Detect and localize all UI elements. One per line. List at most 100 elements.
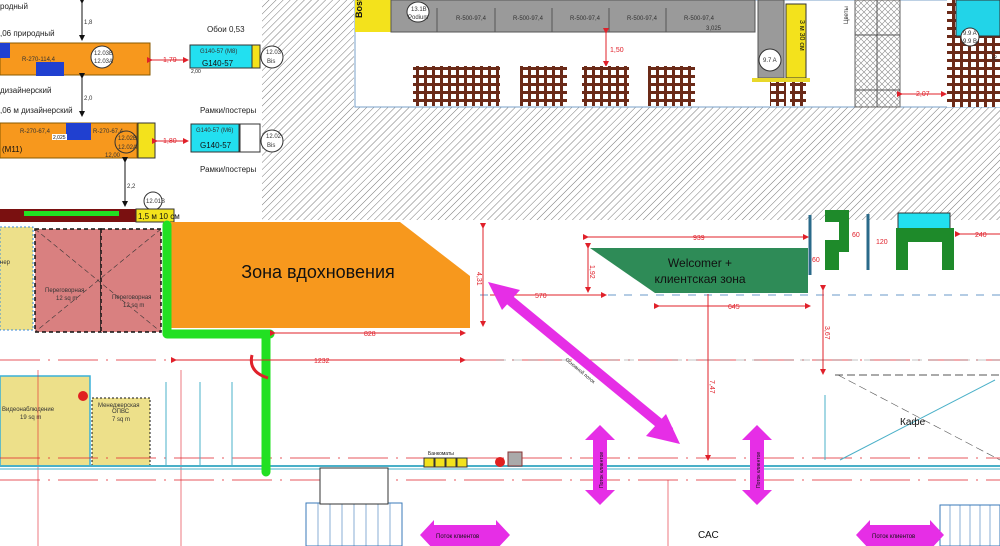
plan-mark bbox=[0, 43, 10, 58]
plan-label: 2,2 bbox=[127, 184, 136, 190]
cafe-label: Кафе bbox=[900, 416, 926, 428]
flowers-label: Цветы bbox=[844, 6, 850, 24]
plan-mark bbox=[770, 82, 786, 106]
plan-label: 2,07 bbox=[916, 91, 930, 98]
plan-label: 1,5 м 10 см bbox=[138, 212, 180, 221]
flow-arrow-horizontal: Поток клиентов bbox=[856, 520, 944, 546]
cac-label: САС bbox=[698, 530, 719, 541]
plan-label: 1,79 bbox=[163, 57, 177, 64]
plan-mark bbox=[585, 490, 615, 505]
welcomer-zone bbox=[590, 248, 808, 293]
plan-label: 9.9 B bbox=[963, 39, 977, 45]
plan-label: Podium bbox=[408, 15, 428, 21]
plan-mark bbox=[949, 505, 991, 546]
plan-mark bbox=[445, 457, 457, 468]
plan-label: 1,80 bbox=[163, 138, 177, 145]
tag-circle bbox=[406, 1, 430, 23]
flow-arrow-vertical: Поток клиентов bbox=[585, 425, 615, 505]
plan-mark bbox=[593, 437, 607, 493]
small-value-label: 2,00 bbox=[191, 69, 201, 75]
plan-mark bbox=[317, 503, 391, 546]
plan-label: 3,67 bbox=[823, 326, 830, 340]
plan-label: 19 sq m bbox=[20, 415, 41, 421]
plan-label: 4,31 bbox=[475, 272, 482, 286]
plan-mark bbox=[742, 490, 772, 505]
rack bbox=[520, 66, 567, 106]
plan-mark bbox=[930, 520, 944, 546]
plan-mark bbox=[856, 520, 870, 546]
meeting-room-1 bbox=[34, 228, 102, 333]
plan-label: Менеджерская bbox=[98, 403, 139, 409]
plan-label: 3,025 bbox=[706, 26, 722, 32]
plan-label: R-500-97,4 bbox=[570, 16, 601, 22]
small-value-label: 2,025 bbox=[53, 135, 66, 141]
plan-mark bbox=[837, 374, 1000, 461]
plan-mark bbox=[585, 425, 615, 440]
plan-label: Переговорная bbox=[112, 295, 151, 301]
plan-label: 7 sq m bbox=[112, 417, 130, 423]
plan-label: G140-57 bbox=[202, 59, 234, 68]
plan-label: 2,0 bbox=[84, 96, 93, 102]
plan-mark bbox=[646, 414, 680, 444]
plan-label: 645 bbox=[728, 304, 740, 311]
plan-label: 12,00 bbox=[105, 153, 121, 159]
plan-label: нер bbox=[0, 260, 11, 266]
yellow-label-box bbox=[135, 208, 175, 223]
rack bbox=[582, 66, 629, 106]
plan-label: 1,92 bbox=[588, 265, 595, 279]
plan-label: 12.02A bbox=[118, 145, 137, 151]
flow-arrow-horizontal: Поток клиентов bbox=[420, 520, 510, 546]
plan-mark bbox=[260, 129, 284, 153]
plan-label: 240 bbox=[975, 232, 987, 239]
plan-label: 60 bbox=[812, 257, 820, 264]
plan-label: Поток клиентов bbox=[756, 452, 762, 488]
inspiration-zone bbox=[165, 222, 470, 328]
plan-label: 120 bbox=[876, 239, 888, 246]
plan-label: 1,8 bbox=[84, 20, 93, 26]
meeting-room-2 bbox=[100, 228, 162, 333]
plan-label: G140-57 bbox=[200, 141, 232, 150]
plan-label: 1,50 bbox=[610, 47, 624, 54]
inspiration-zone-label: Зона вдохновения bbox=[241, 262, 395, 282]
plan-mark bbox=[66, 123, 91, 140]
shelf-label: ,06 природный bbox=[0, 29, 55, 38]
plan-mark bbox=[960, 27, 980, 47]
plan-label: 12.03A bbox=[94, 59, 113, 65]
plan-label: R-500-97,4 bbox=[513, 16, 544, 22]
plan-label: R-270-67,4 bbox=[20, 129, 51, 135]
welcomer-label: Welcomer + bbox=[668, 256, 732, 270]
plan-mark bbox=[423, 457, 435, 468]
plan-label: 828 bbox=[364, 331, 376, 338]
plan-mark bbox=[752, 78, 810, 82]
shelf-label: дизайнерский bbox=[0, 86, 51, 95]
plan-label: Поток клиентов bbox=[599, 452, 605, 488]
desk bbox=[896, 228, 954, 270]
plan-mark bbox=[165, 382, 233, 466]
plan-label: 12.02B bbox=[118, 136, 137, 142]
plan-mark bbox=[420, 520, 434, 546]
plan-mark bbox=[496, 288, 674, 436]
plan-mark bbox=[742, 425, 772, 440]
plan-label: 12 sq m bbox=[123, 303, 144, 309]
plan-label: R-500-97,4 bbox=[627, 16, 658, 22]
plan-mark bbox=[90, 45, 114, 69]
plan-label: G140-57 (M6) bbox=[196, 128, 233, 134]
plan-label: 9.7 A bbox=[763, 58, 777, 64]
plan-mark bbox=[434, 457, 446, 468]
plan-label: R-270-67,4 bbox=[93, 129, 124, 135]
plan-mark bbox=[24, 211, 119, 216]
cyan-display bbox=[190, 123, 240, 153]
plan-label: Bis bbox=[267, 143, 275, 149]
plan-mark bbox=[488, 282, 520, 310]
main-flow-arrow: Основной поток bbox=[488, 282, 680, 444]
plan-mark bbox=[319, 467, 389, 505]
flow-arrow-vertical: Поток клиентов bbox=[742, 425, 772, 505]
plan-label: Bis bbox=[267, 59, 275, 65]
wall-hatch bbox=[262, 107, 1000, 220]
plan-label: 1,38 bbox=[990, 50, 996, 62]
plan-label: 570 bbox=[535, 293, 547, 300]
plan-label: 12.01B bbox=[146, 199, 165, 205]
plan-mark bbox=[239, 123, 261, 153]
